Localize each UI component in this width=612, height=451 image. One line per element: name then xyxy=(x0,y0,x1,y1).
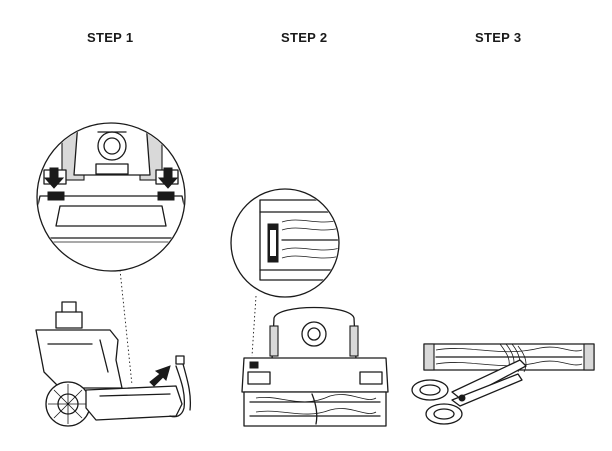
scissors-icon xyxy=(411,359,527,425)
brushroll-icon xyxy=(243,391,387,427)
magnifier-circle-icon xyxy=(36,122,186,272)
step-3-illustration xyxy=(411,343,595,425)
step-1-illustration xyxy=(35,122,192,427)
step-1-label: STEP 1 xyxy=(87,30,134,45)
step-2-illustration xyxy=(230,188,389,427)
vacuum-nozzle-icon xyxy=(35,301,192,427)
step-2-label: STEP 2 xyxy=(281,30,328,45)
arrow-icon xyxy=(149,365,171,387)
magnifier-circle-icon xyxy=(230,188,340,298)
step-3-label: STEP 3 xyxy=(475,30,522,45)
